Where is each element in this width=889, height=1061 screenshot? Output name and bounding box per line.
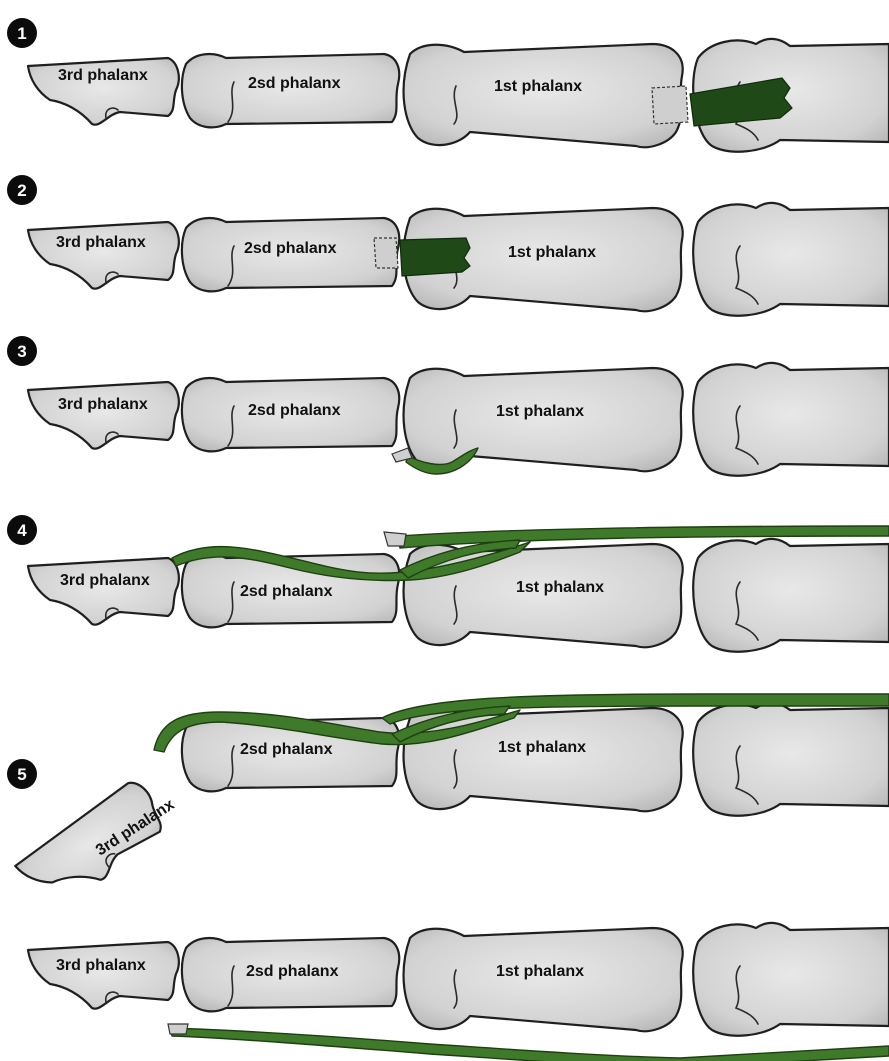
ruptured-tendon: [400, 238, 470, 276]
bone-fragment: [168, 1024, 188, 1034]
metacarpal-bone: [693, 363, 889, 476]
third-phalanx-label: 3rd phalanx: [56, 957, 146, 974]
first-phalanx-label: 1st phalanx: [496, 403, 584, 420]
third-phalanx-label: 3rd phalanx: [58, 67, 148, 84]
second-phalanx-label: 2sd phalanx: [240, 583, 333, 600]
first-phalanx-label: 1st phalanx: [496, 963, 584, 980]
panel-3: 3rd phalanx 2sd phalanx 1st phalanx: [28, 363, 889, 476]
second-phalanx-label: 2sd phalanx: [240, 741, 333, 758]
second-phalanx-label: 2sd phalanx: [246, 963, 339, 980]
panel-5: 2sd phalanx 1st phalanx 3rd phalanx: [11, 694, 889, 915]
second-phalanx-label: 2sd phalanx: [248, 75, 341, 92]
panel-2: 3rd phalanx 2sd phalanx 1st phalanx: [28, 203, 889, 316]
first-phalanx-bone: [404, 44, 683, 147]
third-phalanx-bone: [28, 222, 179, 289]
third-phalanx-bone-flexed: [11, 777, 174, 915]
second-phalanx-label: 2sd phalanx: [248, 402, 341, 419]
panel-6: 3rd phalanx 2sd phalanx 1st phalanx: [28, 923, 889, 1061]
palmar-tendon-graft: [170, 1028, 889, 1061]
svg-text:3: 3: [17, 342, 26, 361]
avulsion-fragment: [374, 238, 398, 268]
panel-4: 3rd phalanx 2sd phalanx 1st phalanx: [28, 526, 889, 652]
third-phalanx-label: 3rd phalanx: [60, 572, 150, 589]
step-badge-3: 3: [7, 336, 37, 366]
step-badge-2: 2: [7, 175, 37, 205]
third-phalanx-label: 3rd phalanx: [58, 396, 148, 413]
first-phalanx-label: 1st phalanx: [516, 579, 604, 596]
metacarpal-bone: [693, 703, 889, 816]
first-phalanx-label: 1st phalanx: [508, 244, 596, 261]
third-phalanx-bone: [28, 558, 179, 625]
first-phalanx-label: 1st phalanx: [494, 78, 582, 95]
third-phalanx-bone: [28, 382, 179, 449]
metacarpal-bone: [693, 203, 889, 316]
svg-text:1: 1: [17, 24, 26, 43]
svg-text:2: 2: [17, 181, 26, 200]
svg-text:5: 5: [17, 765, 26, 784]
metacarpal-bone: [693, 539, 889, 652]
step-badge-5: 5: [7, 759, 37, 789]
svg-text:4: 4: [17, 521, 27, 540]
step-badge-1: 1: [7, 18, 37, 48]
third-phalanx-label: 3rd phalanx: [56, 234, 146, 251]
metacarpal-bone: [693, 923, 889, 1036]
avulsion-fragment: [652, 86, 688, 124]
step-badge-4: 4: [7, 515, 37, 545]
second-phalanx-label: 2sd phalanx: [244, 240, 337, 257]
panel-1: 3rd phalanx 2sd phalanx 1st phalanx: [28, 39, 889, 152]
third-phalanx-bone: [28, 942, 179, 1009]
bone-fragment: [384, 532, 406, 546]
first-phalanx-label: 1st phalanx: [498, 739, 586, 756]
